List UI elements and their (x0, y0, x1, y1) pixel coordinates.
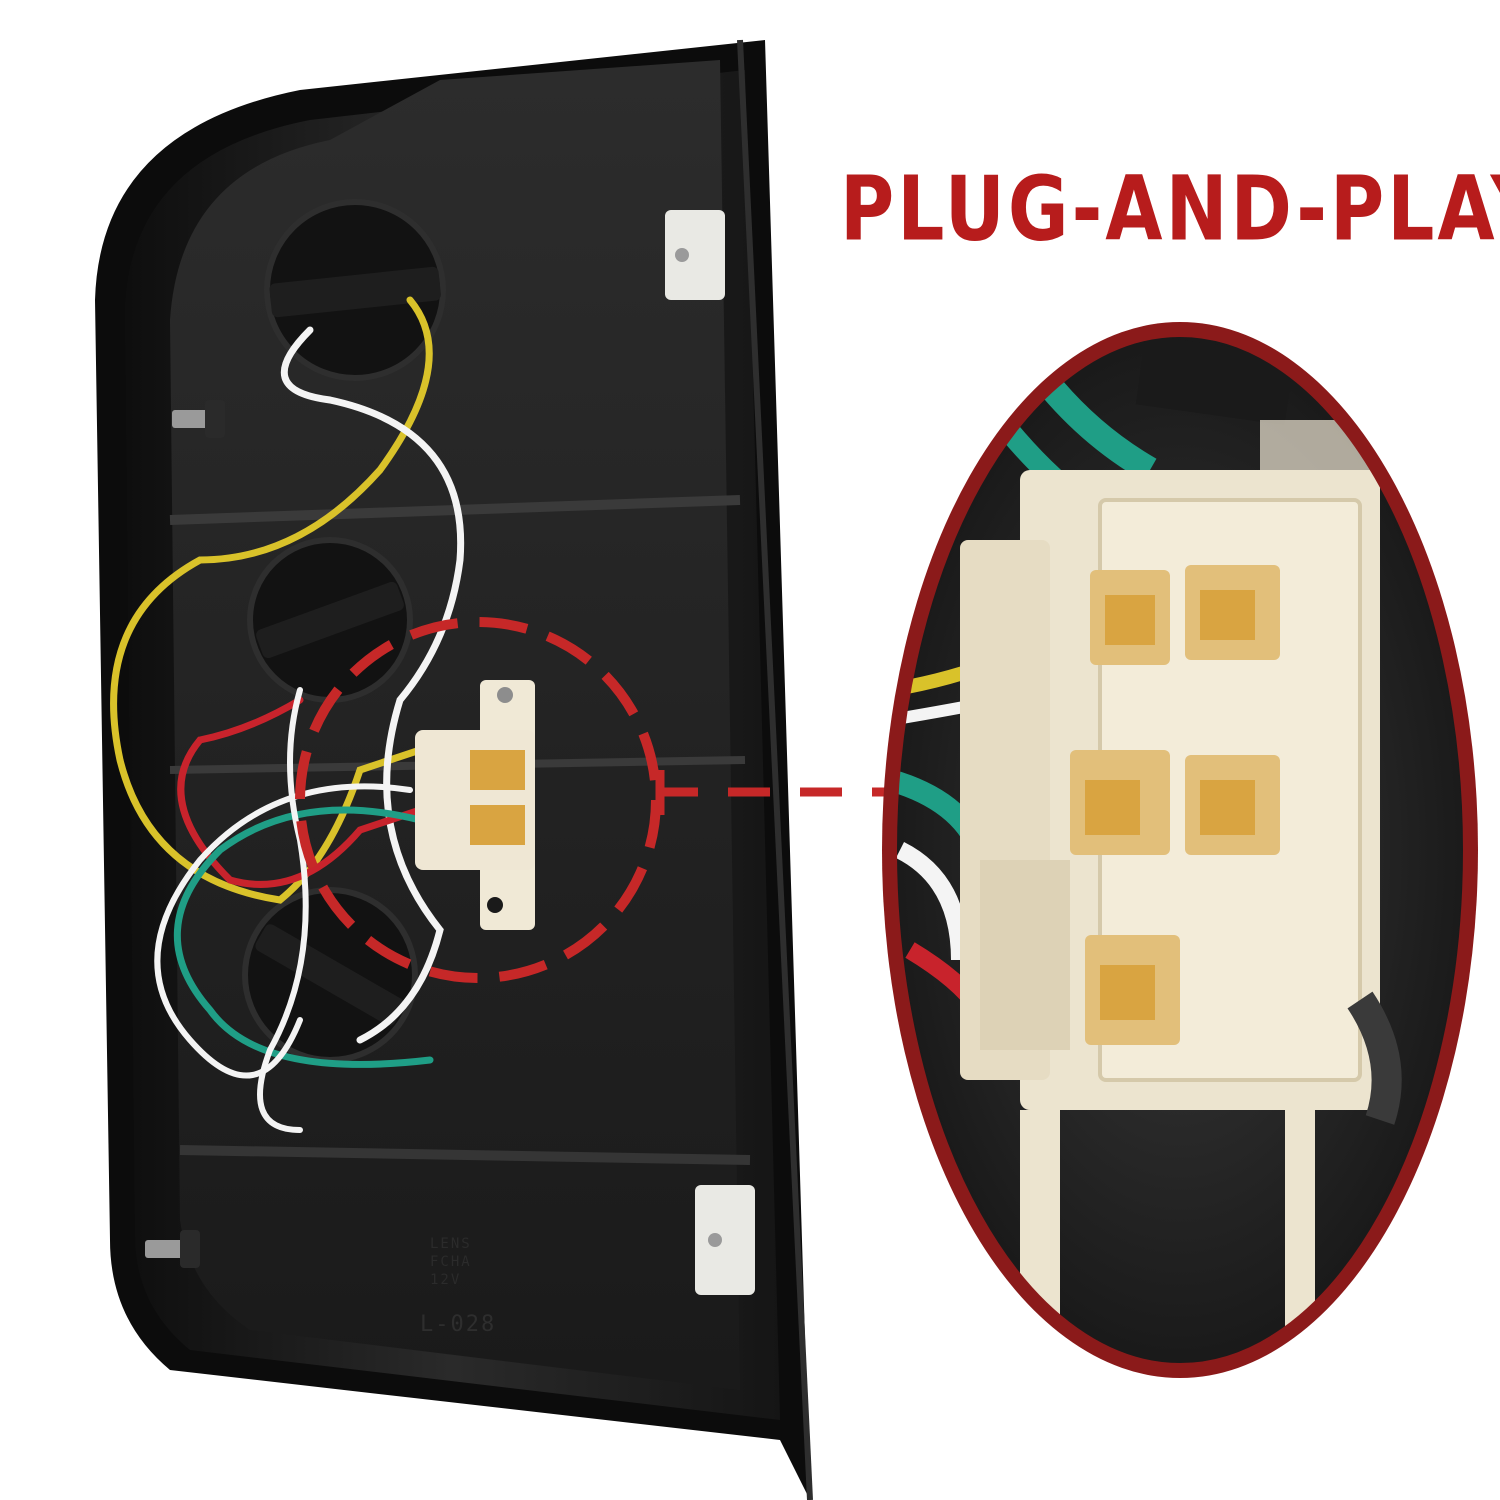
molded-line-3: 12V (430, 1272, 462, 1288)
connector-pin (1185, 755, 1280, 855)
connector-pin (1070, 750, 1170, 855)
retaining-clip-upper (665, 210, 725, 300)
zoom-detail (882, 322, 1478, 1378)
bulb-socket-middle (247, 537, 413, 703)
connector-pin (1185, 565, 1280, 660)
molded-line-1: LENS (430, 1236, 472, 1252)
molded-line-2: FCHA (430, 1254, 472, 1270)
connector-pin (1090, 570, 1170, 665)
mounting-stud-lower (145, 1230, 200, 1268)
bulb-socket-top (264, 199, 446, 381)
connector-pin (1085, 935, 1180, 1045)
connector-small (415, 680, 535, 930)
bulb-socket-bottom (242, 887, 418, 1063)
molded-housing-text: LENS FCHA 12V (430, 1235, 472, 1289)
retaining-clip-lower (695, 1185, 755, 1295)
mounting-stud-upper (172, 400, 225, 438)
headline-plug-and-play: PLUG-AND-PLAY (840, 158, 1500, 262)
housing-part-code: L-028 (420, 1312, 497, 1337)
wire-harness (110, 296, 465, 1133)
